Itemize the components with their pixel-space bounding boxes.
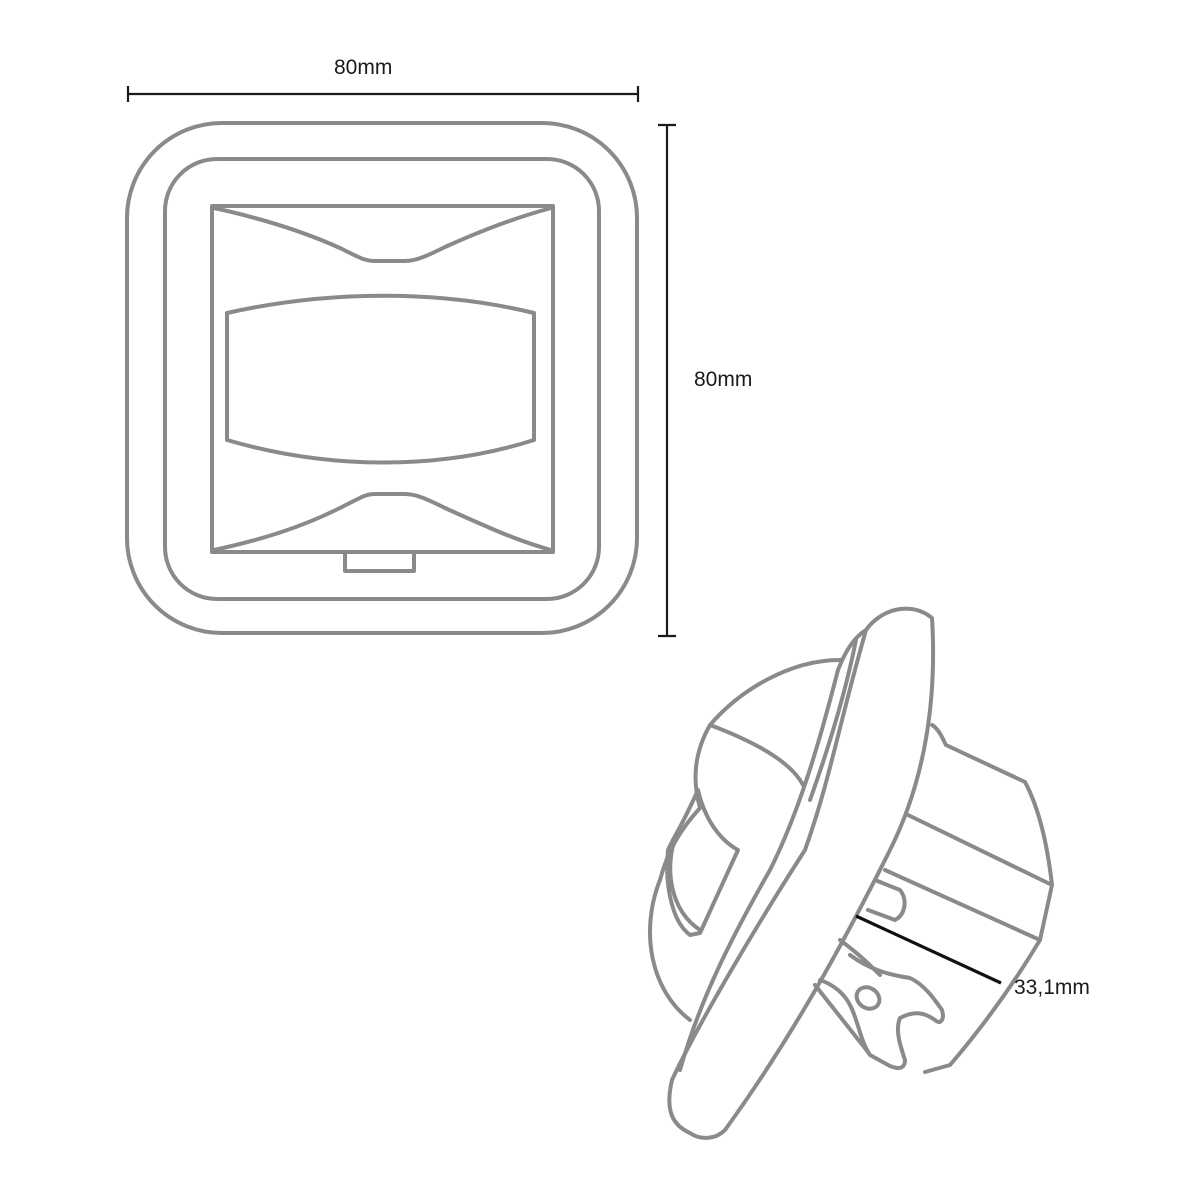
dome-lens — [665, 788, 740, 937]
screw-hole — [854, 985, 882, 1011]
body-clip — [866, 878, 907, 922]
depth-dimension-line — [855, 914, 1002, 985]
body-stripe-upper — [906, 813, 1054, 887]
width-dimension-line — [126, 86, 640, 102]
bottom-lens-wedge — [212, 492, 553, 552]
height-dimension-line — [658, 123, 676, 638]
faceplate-edge — [678, 628, 868, 1072]
top-lens-wedge — [212, 206, 553, 263]
width-label: 80mm — [334, 56, 393, 79]
body-base-line-2 — [813, 983, 870, 1054]
dome-band — [708, 723, 805, 787]
rear-dome — [648, 658, 842, 1022]
sensor-housing — [210, 204, 555, 554]
body-base-line-1 — [838, 938, 882, 977]
dome-lens-inner — [668, 836, 702, 932]
body-stripe-lower — [883, 868, 1042, 942]
center-lens — [225, 293, 536, 465]
faceplate-edge-inner — [808, 638, 858, 802]
side-view — [648, 606, 1054, 1140]
body-top — [923, 723, 1054, 1074]
faceplate — [667, 606, 936, 1140]
depth-label: 33,1mm — [1014, 976, 1090, 999]
outer-frame — [125, 121, 639, 635]
terminal-bracket — [818, 953, 945, 1070]
front-view — [125, 121, 639, 635]
height-label: 80mm — [694, 368, 753, 391]
inner-frame — [163, 157, 601, 601]
bottom-tab — [343, 550, 416, 573]
